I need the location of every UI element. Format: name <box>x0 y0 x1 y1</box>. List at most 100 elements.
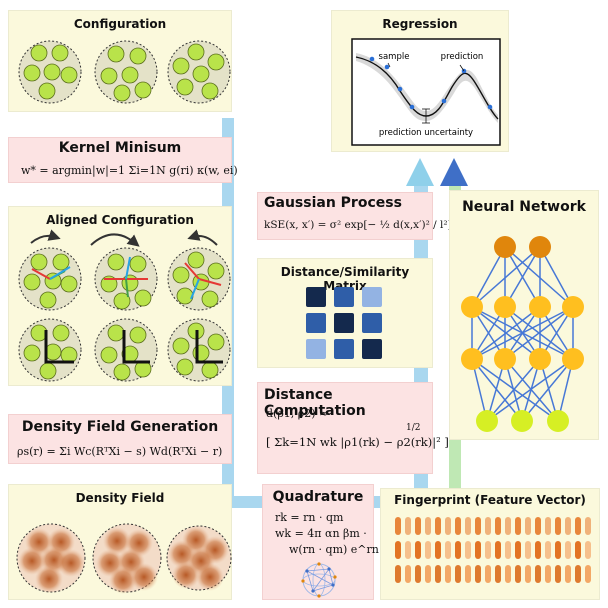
density-blob-2 <box>92 523 162 594</box>
nn-edge <box>486 358 541 422</box>
density-blob-1 <box>16 523 86 593</box>
nn-node <box>494 236 516 258</box>
fingerprint-bar <box>395 541 401 559</box>
nn-node <box>476 410 498 432</box>
up-arrow-dark-icon <box>440 158 468 186</box>
nn-node <box>547 410 569 432</box>
distance-matrix-grid <box>302 285 382 365</box>
fingerprint-bar <box>505 517 511 535</box>
molecule-2 <box>94 40 158 104</box>
fingerprint-bar <box>435 517 441 535</box>
nn-node <box>562 348 584 370</box>
nn-edge <box>539 246 574 308</box>
fingerprint-title: Fingerprint (Feature Vector) <box>394 493 586 507</box>
quadrature-title: Quadrature <box>272 489 364 505</box>
matrix-cell <box>334 313 354 333</box>
fingerprint-bar <box>585 517 591 535</box>
nn-node <box>461 348 483 370</box>
fingerprint-bar <box>405 541 411 559</box>
fingerprint-bar <box>575 517 581 535</box>
fingerprint-bar <box>415 541 421 559</box>
fingerprint-bar <box>475 517 481 535</box>
regression-plot: sample prediction prediction uncertainty <box>351 38 501 146</box>
fingerprint-panel: Fingerprint (Feature Vector) <box>380 488 600 600</box>
aligned-molecule-6 <box>167 318 231 382</box>
rotation-arrow-icon <box>30 229 61 244</box>
distance-computation-panel: Distance Computation d(ρ1, ρ2) ≈ [ Σk=1N… <box>257 382 449 474</box>
distance-computation-title: Distance Computation <box>264 387 366 419</box>
fingerprint-bar <box>555 517 561 535</box>
matrix-cell <box>362 287 382 307</box>
fingerprint-bar <box>565 541 571 559</box>
fingerprint-bar <box>495 541 501 559</box>
fingerprint-bar <box>475 565 481 583</box>
quadrature-panel: Quadrature rk = rn · qm wk = 4π αn βm · … <box>262 484 379 600</box>
fingerprint-bar <box>515 541 521 559</box>
fingerprint-bar <box>585 565 591 583</box>
regression-sample-label: sample <box>379 52 410 62</box>
matrix-cell <box>362 339 382 359</box>
density-field-blobs <box>16 523 232 594</box>
aligned-molecule-5 <box>94 318 158 382</box>
nn-edge <box>471 358 559 422</box>
regression-panel: Regression sample prediction prediction … <box>331 10 509 152</box>
fingerprint-bar <box>545 541 551 559</box>
density-field-generation-formula: ρs(r) = Σi Wc(RᵀXi − s) Wd(RᵀXi − r) <box>17 445 223 458</box>
fingerprint-bar <box>455 565 461 583</box>
nn-edge <box>504 306 574 360</box>
fingerprint-bar <box>535 541 541 559</box>
nn-node <box>562 296 584 318</box>
fingerprint-bar <box>525 517 531 535</box>
fingerprint-bar <box>535 517 541 535</box>
fingerprint-bar <box>545 565 551 583</box>
aligned-molecule-4 <box>18 318 82 382</box>
molecule-1 <box>18 40 82 104</box>
fingerprint-bar <box>425 565 431 583</box>
fingerprint-bar <box>425 517 431 535</box>
nn-node <box>529 348 551 370</box>
fingerprint-bar <box>475 541 481 559</box>
kernel-minisum-formula: w* = argmin|w|=1 Σi=1N g(ri) κ(w, ei) <box>21 164 238 177</box>
configuration-molecules <box>18 40 231 104</box>
fingerprint-bar <box>415 517 421 535</box>
nn-node <box>494 296 516 318</box>
configuration-panel: Configuration <box>8 10 232 112</box>
nn-node <box>529 296 551 318</box>
distance-computation-exponent: 1/2 <box>406 423 421 433</box>
gaussian-process-title: Gaussian Process <box>264 195 402 211</box>
density-field-generation-title: Density Field Generation <box>21 419 219 435</box>
nn-edge <box>471 306 541 360</box>
fingerprint-bar <box>395 517 401 535</box>
nn-edge <box>504 246 541 308</box>
matrix-cell <box>306 287 326 307</box>
fingerprint-bar <box>445 541 451 559</box>
nn-edge <box>486 358 574 422</box>
fingerprint-bar <box>435 541 441 559</box>
nn-node <box>494 348 516 370</box>
fingerprint-bar <box>485 565 491 583</box>
fingerprint-bar <box>465 565 471 583</box>
regression-title: Regression <box>382 17 458 31</box>
fingerprint-bar <box>565 517 571 535</box>
density-field-title: Density Field <box>75 491 165 505</box>
fingerprint-bar <box>515 517 521 535</box>
fingerprint-bars <box>395 517 591 583</box>
density-field-panel: Density Field <box>8 484 232 600</box>
aligned-molecule-2 <box>94 247 158 311</box>
density-blob-3 <box>166 525 232 591</box>
nn-edge <box>471 246 506 308</box>
nn-node <box>529 236 551 258</box>
fingerprint-bar <box>455 541 461 559</box>
fingerprint-bar <box>565 565 571 583</box>
fingerprint-bar <box>485 541 491 559</box>
nn-edge <box>521 358 574 422</box>
molecule-3 <box>167 40 231 104</box>
fingerprint-bar <box>585 541 591 559</box>
quadrature-line-2: wk = 4π αn βm · <box>275 527 367 540</box>
gaussian-process-panel: Gaussian Process kSE(x, x′) = σ² exp[− ½… <box>257 192 452 240</box>
fingerprint-bar <box>395 565 401 583</box>
nn-edge <box>471 246 541 308</box>
fingerprint-bar <box>405 517 411 535</box>
nn-edge <box>471 306 574 360</box>
